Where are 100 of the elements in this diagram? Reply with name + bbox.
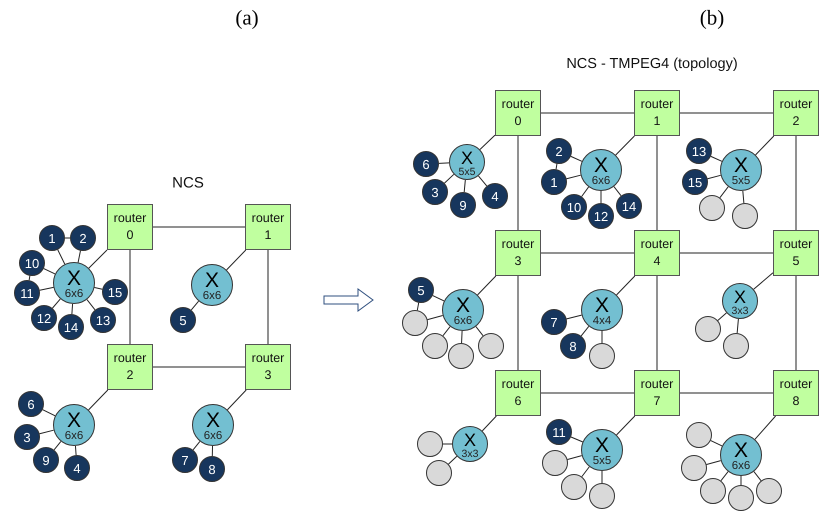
unused-core-circle (478, 333, 504, 359)
unused-core-circle (695, 316, 721, 342)
crossbar-size: 5x5 (592, 456, 612, 468)
link-line (613, 186, 622, 196)
core-circle: 15 (682, 169, 708, 195)
crossbar-circle (192, 404, 234, 446)
core-circle: 15 (102, 279, 128, 305)
crossbar-symbol: X (594, 294, 609, 316)
router-box: router 7 (634, 370, 680, 416)
router-box: router 8 (773, 370, 819, 416)
unused-core-circle (756, 478, 782, 504)
crossbar-size: 6x6 (64, 430, 84, 442)
crossbar-symbol: X (204, 270, 219, 291)
unused-core-circle (589, 343, 615, 369)
link-line (479, 134, 496, 150)
link-line (540, 112, 634, 114)
crossbar-circle (442, 289, 484, 331)
crossbar-size: 6x6 (454, 316, 472, 328)
unused-core-circle (402, 310, 428, 336)
link-line (74, 445, 77, 456)
crossbar-circle (720, 434, 762, 476)
core-circle: 1 (39, 225, 65, 251)
link-line (42, 409, 56, 416)
crossbar-circle (449, 144, 485, 180)
crossbar-symbol: X (464, 430, 476, 449)
core-circle: 6 (413, 151, 439, 177)
router-box: router 3 (245, 344, 291, 390)
unused-core-circle (700, 478, 726, 504)
core-circle: 13 (90, 307, 116, 333)
link-line (78, 250, 81, 263)
unused-core-circle (426, 460, 452, 486)
crossbar-size: 6x6 (732, 460, 750, 472)
core-circle: 3 (422, 179, 448, 205)
link-line (567, 455, 582, 460)
crossbar-size: 3x3 (462, 448, 478, 460)
link-line (448, 456, 458, 465)
link-line (540, 252, 634, 254)
link-line (226, 250, 246, 270)
link-line (475, 326, 484, 336)
router-box: router 0 (495, 90, 541, 136)
link-line (680, 112, 774, 114)
crossbar-circle (720, 149, 762, 191)
core-circle: 5 (408, 277, 434, 303)
unused-core-circle (699, 195, 725, 221)
crossbar-size: 3x3 (732, 306, 748, 316)
crossbar-circle (581, 429, 623, 471)
core-circle: 8 (560, 333, 586, 359)
link-line (444, 174, 454, 184)
link-line (717, 312, 727, 321)
link-line (54, 440, 62, 450)
link-line (570, 156, 582, 162)
link-line (464, 179, 466, 193)
core-circle: 12 (31, 305, 57, 331)
link-line (461, 330, 463, 344)
crossbar-circle (191, 264, 233, 306)
crossbar-size: 5x5 (458, 166, 476, 178)
link-line (427, 315, 444, 320)
link-line (719, 186, 729, 198)
link-line (753, 272, 774, 290)
link-line (616, 416, 636, 436)
crossbar-size: 4x4 (592, 316, 612, 328)
crossbar-circle (722, 283, 758, 319)
core-circle: 12 (588, 203, 614, 229)
link-line (442, 326, 451, 336)
link-line (580, 326, 590, 336)
link-line (94, 287, 103, 290)
link-line (570, 436, 584, 442)
core-circle: 4 (64, 455, 90, 481)
router-box: router 6 (495, 370, 541, 416)
link-line (566, 174, 582, 180)
core-circle: 1 (541, 169, 567, 195)
link-line (710, 156, 722, 162)
router-box: router 2 (773, 90, 819, 136)
link-line (88, 390, 108, 410)
link-line (707, 174, 722, 180)
link-line (736, 318, 739, 334)
link-line (416, 302, 420, 311)
unused-core-circle (686, 422, 712, 448)
crossbar-symbol: X (734, 288, 746, 306)
unused-core-circle (422, 333, 448, 359)
link-line (720, 471, 729, 482)
link-line (600, 190, 602, 204)
core-circle: 11 (14, 280, 40, 306)
crossbar-symbol: X (734, 154, 748, 176)
unused-core-circle (448, 343, 474, 369)
link-line (755, 136, 774, 156)
link-line (556, 163, 558, 170)
link-line (754, 416, 776, 440)
core-circle: 13 (686, 138, 712, 164)
core-circle: 11 (546, 419, 572, 445)
router-box: router 5 (773, 230, 819, 276)
diagram-heading: NCS (172, 174, 204, 192)
crossbar-symbol: X (206, 410, 220, 431)
core-circle: 4 (482, 183, 508, 209)
core-circle: 7 (172, 447, 198, 473)
link-line (477, 276, 496, 296)
link-line (57, 249, 66, 265)
link-line (39, 286, 54, 291)
router-box: router 1 (634, 90, 680, 136)
unused-core-circle (723, 333, 749, 359)
